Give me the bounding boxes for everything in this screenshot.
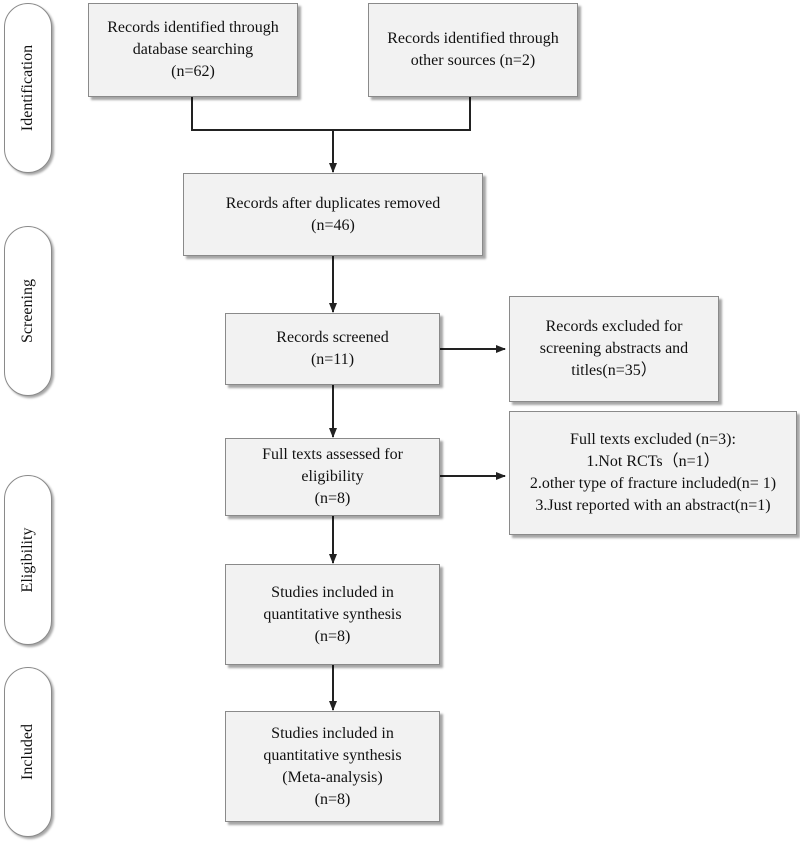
box-excluded-screening: Records excluded for screening abstracts… bbox=[509, 296, 719, 402]
box-text-line: (n=8) bbox=[314, 490, 351, 507]
box-text-line: Records identified through bbox=[107, 19, 279, 36]
box-meta-analysis: Studies included in quantitative synthes… bbox=[225, 711, 440, 822]
box-text-line: Records after duplicates removed bbox=[225, 194, 441, 212]
box-text-line: (n=62) bbox=[171, 63, 215, 80]
box-text-line: screening abstracts and bbox=[539, 340, 689, 357]
box-text-line: database searching bbox=[132, 41, 254, 58]
stage-screening-label: Screening bbox=[19, 279, 36, 343]
stage-eligibility-label: Eligibility bbox=[19, 527, 36, 593]
box-qualitative-synthesis: Studies included in quantitative synthes… bbox=[225, 564, 440, 665]
box-text-line: (n=8) bbox=[314, 790, 351, 808]
box-full-text-assessed: Full texts assessed for eligibility (n=8… bbox=[225, 438, 440, 516]
box-text-line: Studies included in bbox=[271, 724, 394, 742]
box-after-duplicates: Records after duplicates removed (n=46) bbox=[183, 173, 483, 256]
merge-connector bbox=[191, 97, 471, 131]
box-text-line: Full texts excluded (n=3): bbox=[570, 431, 736, 448]
box-text-line: other sources (n=2) bbox=[410, 52, 536, 69]
box-text-line: 1.Not RCTs（n=1） bbox=[586, 453, 720, 470]
box-screened: Records screened (n=11) bbox=[225, 313, 440, 385]
box-text-line: Records excluded for bbox=[545, 318, 683, 335]
box-text-line: 3.Just reported with an abstract(n=1) bbox=[535, 497, 771, 514]
box-text-line: (n=11) bbox=[310, 351, 355, 368]
box-text-line: Studies included in bbox=[271, 583, 394, 601]
stage-identification-label: Identification bbox=[19, 44, 36, 132]
box-text-line: titles(n=35） bbox=[571, 362, 657, 379]
box-text-line: Full texts assessed for bbox=[262, 446, 403, 463]
box-text-line: quantitative synthesis bbox=[263, 746, 402, 764]
box-other-records: Records identified through other sources… bbox=[368, 3, 578, 97]
stage-identification: Identification bbox=[4, 3, 52, 173]
box-text-line: Records identified through bbox=[387, 30, 559, 47]
stage-eligibility: Eligibility bbox=[4, 475, 52, 645]
box-text-line: (n=8) bbox=[314, 627, 351, 645]
box-text-line: 2.other type of fracture included(n= 1) bbox=[529, 475, 777, 492]
box-text-line: eligibility bbox=[301, 468, 364, 485]
stage-screening: Screening bbox=[4, 226, 52, 396]
box-database-records: Records identified through database sear… bbox=[88, 3, 298, 97]
box-full-text-excluded: Full texts excluded (n=3): 1.Not RCTs（n=… bbox=[509, 411, 797, 535]
stage-included: Included bbox=[4, 667, 52, 837]
stage-included-label: Included bbox=[19, 724, 36, 780]
box-text-line: quantitative synthesis bbox=[263, 605, 402, 623]
box-text-line: Records screened bbox=[276, 329, 389, 346]
box-text-line: (n=46) bbox=[311, 216, 355, 234]
box-text-line: (Meta-analysis) bbox=[282, 768, 383, 786]
